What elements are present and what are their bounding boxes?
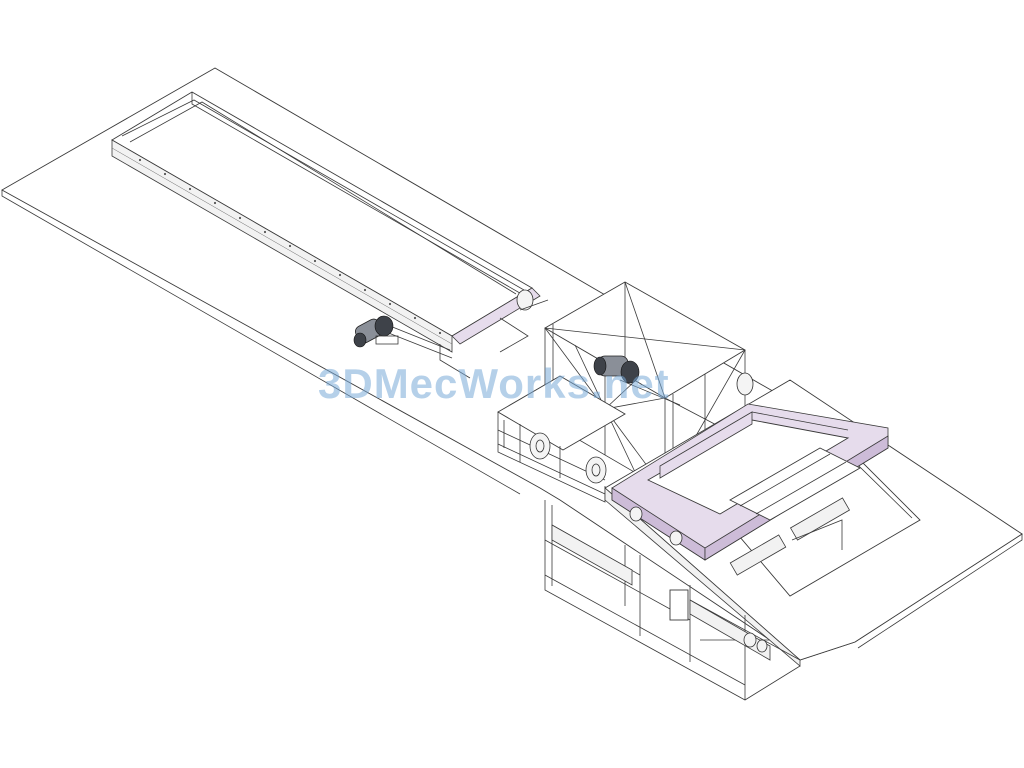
- rail-holes: [138, 158, 442, 335]
- inner-rails: [729, 447, 861, 576]
- wheel-icon: [629, 506, 768, 653]
- motor-icon: [593, 355, 681, 406]
- belt-conveyor: [111, 91, 549, 379]
- truss-frame: [544, 281, 746, 491]
- watermark-text: 3DMecWorks.net: [318, 360, 670, 407]
- motor-icon: [353, 315, 399, 348]
- wheel-icon: [529, 372, 754, 484]
